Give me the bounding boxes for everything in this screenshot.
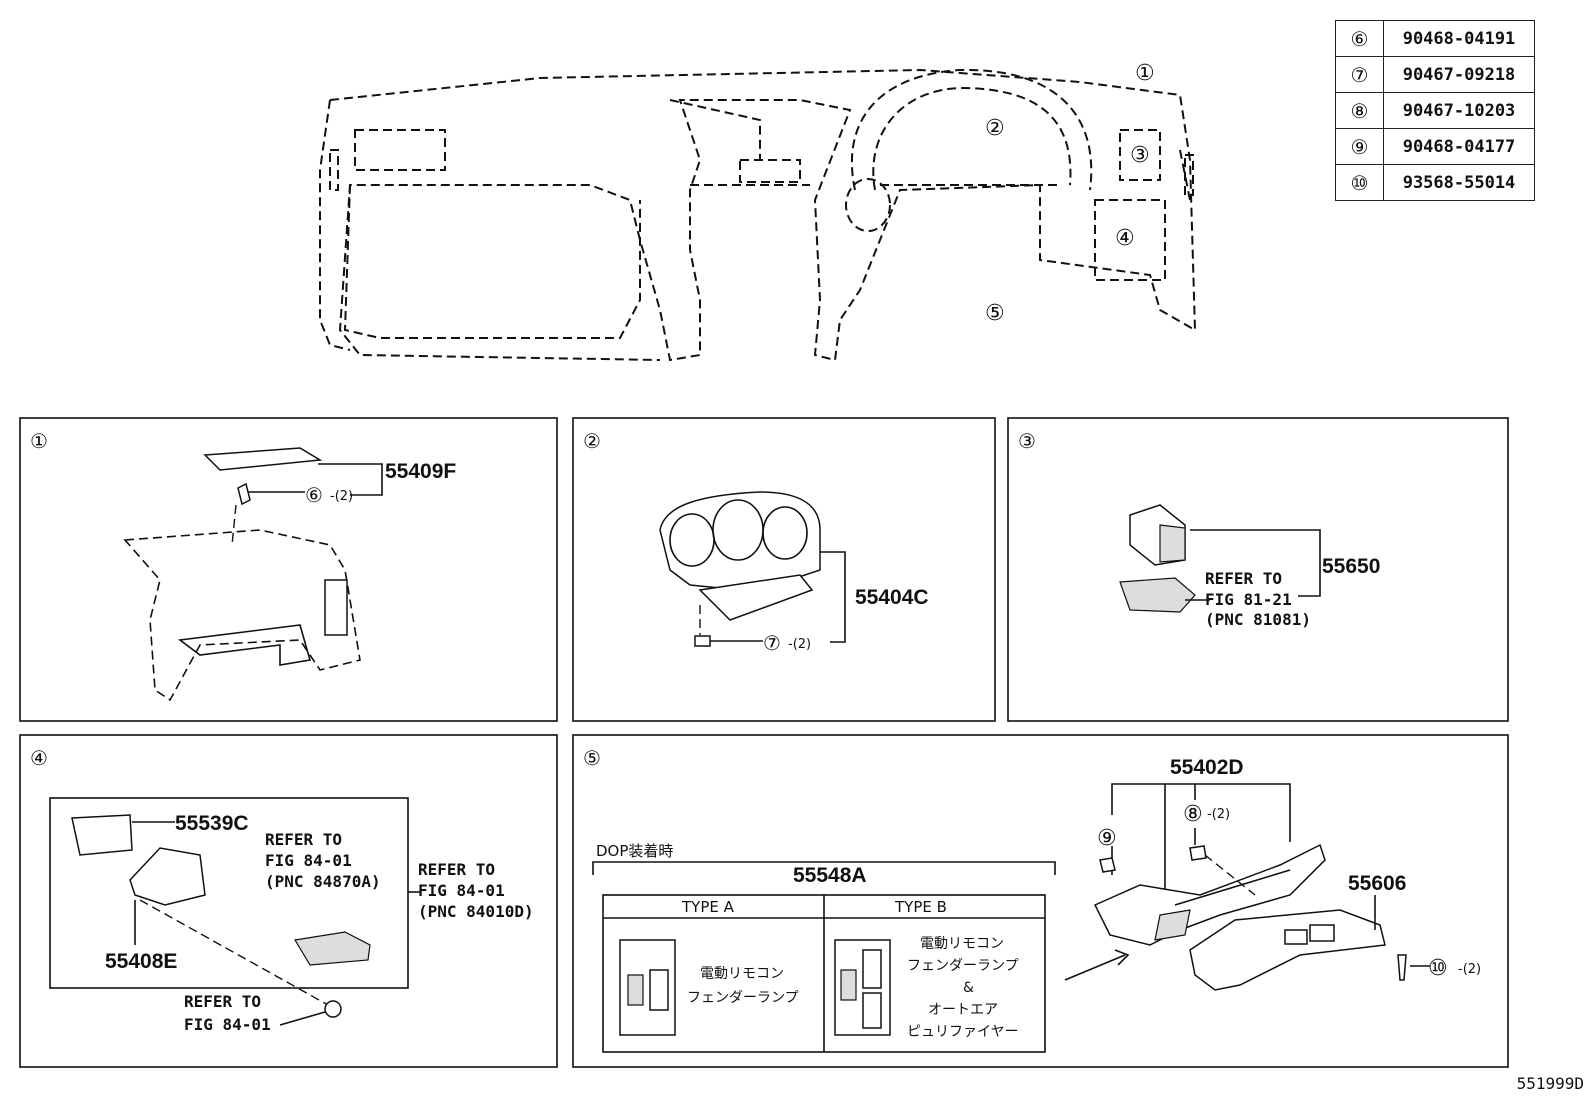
panel-3-part-number[interactable]: 55650	[1322, 555, 1380, 578]
type-b-text-5: ピュリファイヤー	[907, 1024, 1019, 1040]
panel-5-clip-8-qty: -(2)	[1207, 807, 1230, 822]
panel-2-frame	[572, 417, 996, 722]
cover-part-drawing	[203, 447, 323, 471]
panel-2-index: ②	[583, 429, 601, 453]
panel-2: ② 55404C ⑦ -(2)	[583, 429, 929, 655]
type-b-text-2: フェンダーランプ	[907, 958, 1019, 974]
switch-base-drawing	[71, 814, 133, 856]
panel-4-inner-refer-1: REFER TO	[265, 830, 342, 849]
under-cover-drawing	[1189, 909, 1386, 991]
panel-1-clip-callout[interactable]: ⑥	[305, 483, 323, 507]
panel-5-frame	[572, 734, 1509, 1068]
legend-key: ⑥	[1335, 20, 1384, 57]
panel-4-frame	[19, 734, 558, 1068]
panel-4-part-a[interactable]: 55539C	[175, 812, 249, 835]
clip-drawing	[237, 482, 251, 506]
overview-callout-1: ①	[1135, 61, 1155, 86]
screw-drawing	[324, 1000, 342, 1018]
overview-callout-2: ②	[985, 116, 1005, 141]
panel-5-clip-10-qty: -(2)	[1458, 962, 1481, 977]
panel-5-clip-8[interactable]: ⑧	[1183, 802, 1203, 827]
type-a-text-1: 電動リモコン	[700, 966, 784, 982]
legend-part-number[interactable]: 90467-09218	[1383, 56, 1535, 93]
type-b-text-4: オートエア	[928, 1002, 998, 1018]
figure-number: 551999D	[1516, 1074, 1584, 1093]
panel-1-part-number[interactable]: 55409F	[385, 460, 456, 483]
lower-panel-drawing	[129, 847, 206, 906]
panel-4-outer-refer-3: (PNC 84010D)	[418, 902, 534, 921]
panel-5-clip-10[interactable]: ⑩	[1428, 956, 1448, 981]
panel-2-clip-callout[interactable]: ⑦	[763, 631, 781, 655]
legend-part-number[interactable]: 90468-04191	[1383, 20, 1535, 57]
panel-4-inner-frame	[49, 797, 409, 989]
panel-4-part-b[interactable]: 55408E	[105, 950, 177, 973]
panel-5-part-top[interactable]: 55402D	[1170, 756, 1244, 779]
panel-4-bottom-refer-1: REFER TO	[184, 992, 261, 1011]
type-a-header: TYPE A	[681, 898, 735, 916]
panel-5-clip-9[interactable]: ⑨	[1097, 826, 1117, 851]
panel-1-clip-qty: -(2)	[330, 489, 353, 504]
panel-4-inner-refer-3: (PNC 84870A)	[265, 872, 381, 891]
panel-5: ⑤ DOP装着時 55548A TYPE A TYPE B 電動リモコン フェン…	[583, 746, 1481, 1053]
panel-5-index: ⑤	[583, 746, 601, 770]
type-b-text-3: &	[963, 980, 974, 996]
dashboard-overview: ① ② ③ ④ ⑤	[319, 61, 1197, 362]
panel-2-part-number[interactable]: 55404C	[855, 586, 929, 609]
legend-key: ⑩	[1335, 164, 1384, 201]
panel-1-index: ①	[30, 429, 48, 453]
bolt-drawing	[1397, 954, 1407, 981]
legend-part-number[interactable]: 90468-04177	[1383, 128, 1535, 165]
sensor-drawing	[1119, 577, 1196, 613]
panel-3-refer-line-1: REFER TO	[1205, 569, 1282, 588]
overview-callout-3: ③	[1130, 143, 1150, 168]
overview-callout-5: ⑤	[985, 301, 1005, 326]
panel-1: ① 55409F ⑥ -(2)	[30, 429, 456, 702]
switch-module-drawing	[294, 931, 371, 966]
panel-4-outer-refer-2[interactable]: FIG 84-01	[418, 881, 505, 900]
panel-4-inner-refer-2[interactable]: FIG 84-01	[265, 851, 352, 870]
panel-4-index: ④	[30, 746, 48, 770]
panel-3: ③ 55650 REFER TO FIG 81-21 (PNC 81081)	[1018, 429, 1380, 629]
legend-part-number[interactable]: 90467-10203	[1383, 92, 1535, 129]
legend-part-number[interactable]: 93568-55014	[1383, 164, 1535, 201]
panel-4-bottom-refer-2[interactable]: FIG 84-01	[184, 1015, 271, 1034]
overview-callout-4: ④	[1115, 226, 1135, 251]
type-b-header: TYPE B	[894, 898, 947, 916]
panel-4-outer-refer-1: REFER TO	[418, 860, 495, 879]
panel-2-clip-qty: -(2)	[788, 637, 811, 652]
type-b-text-1: 電動リモコン	[920, 936, 1004, 952]
vent-drawing	[324, 579, 348, 636]
dop-label: DOP装着時	[596, 842, 673, 860]
panel-5-part-right[interactable]: 55606	[1348, 872, 1406, 895]
dop-part-number[interactable]: 55548A	[793, 864, 867, 887]
type-a-text-2: フェンダーランプ	[687, 990, 799, 1006]
panel-3-frame	[1007, 417, 1509, 722]
panel-3-refer-line-3: (PNC 81081)	[1205, 610, 1311, 629]
panel-3-index: ③	[1018, 429, 1036, 453]
panel-4: ④ 55539C 55408E REFER TO FIG 84-01 (PNC …	[30, 746, 534, 1034]
panel-1-frame	[19, 417, 558, 722]
legend-key: ⑨	[1335, 128, 1384, 165]
panel-3-refer-line-2[interactable]: FIG 81-21	[1205, 590, 1292, 609]
